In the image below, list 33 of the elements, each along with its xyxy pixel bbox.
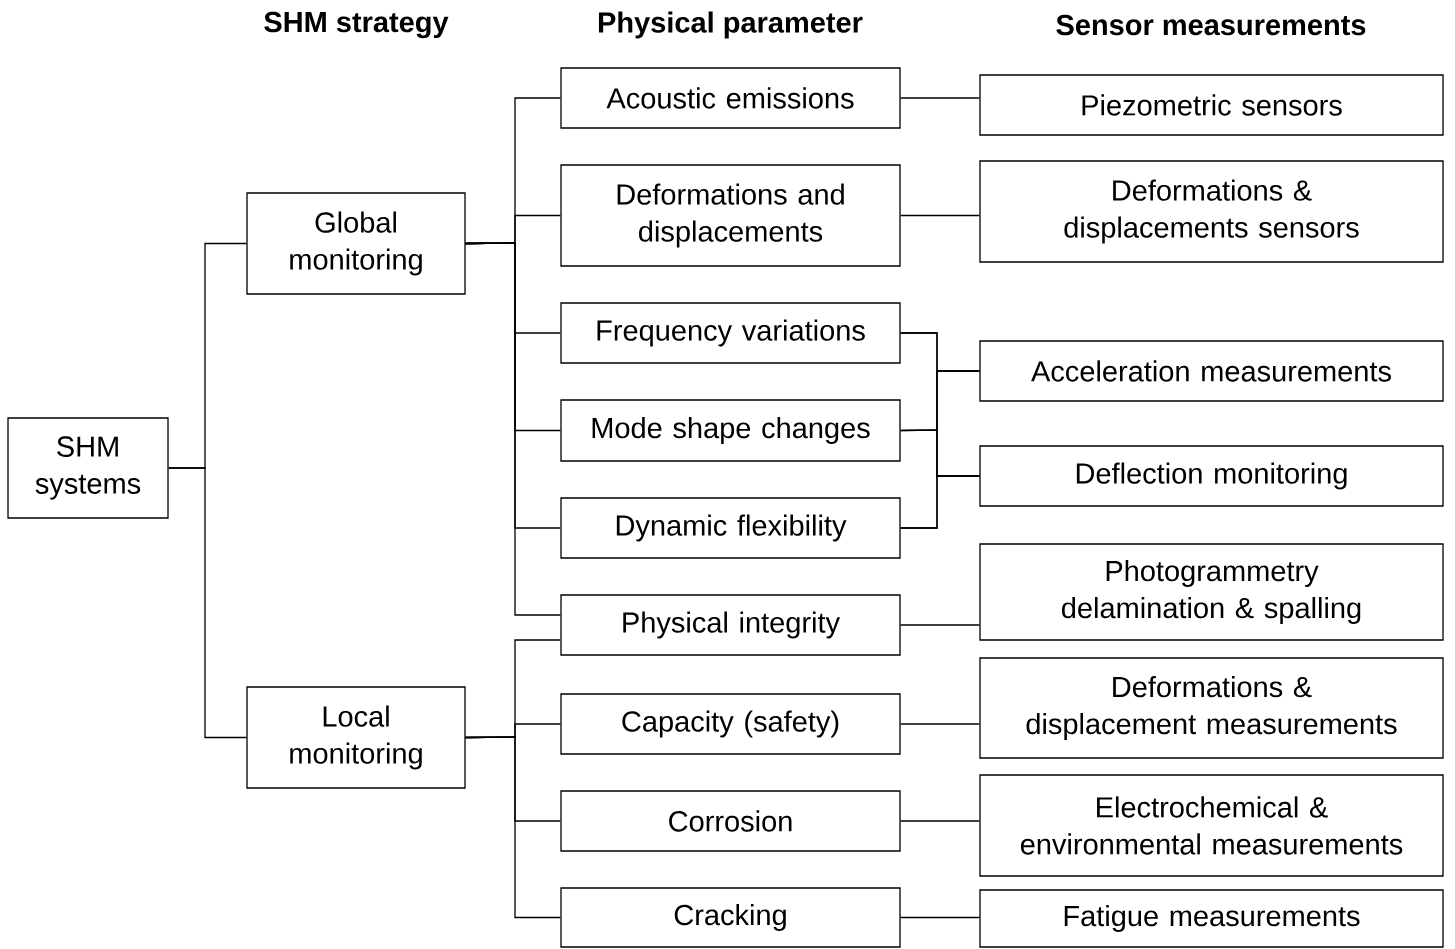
column-heading: SHM strategy <box>264 11 449 39</box>
connector <box>900 475 980 529</box>
box: Acoustic emissions <box>560 67 901 129</box>
box: Electrochemical & environmental measurements <box>979 774 1444 877</box>
connector <box>900 820 980 822</box>
box: Deflection monitoring <box>979 445 1444 507</box>
box: Piezometric sensors <box>979 74 1444 136</box>
connector <box>900 97 980 99</box>
box: Dynamic flexibility <box>560 497 901 559</box>
box: Cracking <box>560 887 901 948</box>
box: Photogrammetry delamination & spalling <box>979 543 1444 641</box>
box: SHM systems <box>7 417 169 519</box>
box: Deformations & displacements sensors <box>979 160 1444 263</box>
column-heading: Sensor measurements <box>1056 14 1366 36</box>
connector <box>900 214 980 217</box>
connector <box>465 242 561 616</box>
box: Global monitoring <box>246 192 466 295</box>
connector <box>168 467 247 739</box>
connector <box>900 723 980 725</box>
box: Acceleration measurements <box>979 340 1444 402</box>
connector <box>465 736 561 919</box>
box: Deformations & displacement measurements <box>979 657 1444 759</box>
box: Fatigue measurements <box>979 889 1444 948</box>
box: Local monitoring <box>246 686 466 789</box>
connector <box>900 916 980 919</box>
box: Frequency variations <box>560 302 901 364</box>
connector <box>900 624 980 626</box>
box: Physical integrity <box>560 594 901 656</box>
column-heading: Physical parameter <box>598 11 863 39</box>
box: Deformations and displacements <box>560 164 901 267</box>
box: Mode shape changes <box>560 399 901 462</box>
box: Capacity (safety) <box>560 693 901 755</box>
box: Corrosion <box>560 790 901 852</box>
